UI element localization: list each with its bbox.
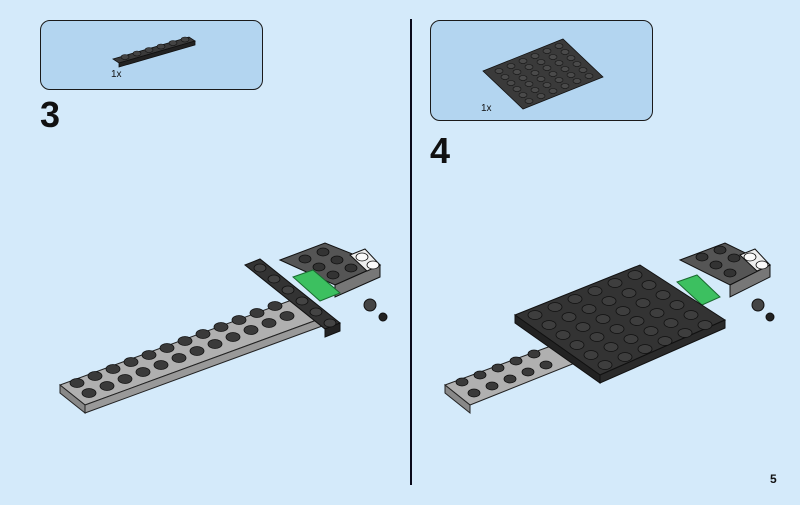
parts-callout-step-3: 1x <box>40 20 263 90</box>
assembly-step-3-illustration <box>58 242 388 415</box>
parts-callout-step-4: 1x <box>430 20 653 121</box>
step-divider <box>410 19 412 485</box>
page-number: 5 <box>770 472 777 486</box>
quantity-label: 1x <box>481 103 492 114</box>
plate-6x6-icon <box>482 38 604 110</box>
quantity-label: 1x <box>111 69 122 80</box>
assembly-step-4-illustration <box>443 242 775 415</box>
step-number: 3 <box>40 94 61 135</box>
plate-1x6-icon <box>112 36 196 68</box>
step-number: 4 <box>430 130 451 171</box>
